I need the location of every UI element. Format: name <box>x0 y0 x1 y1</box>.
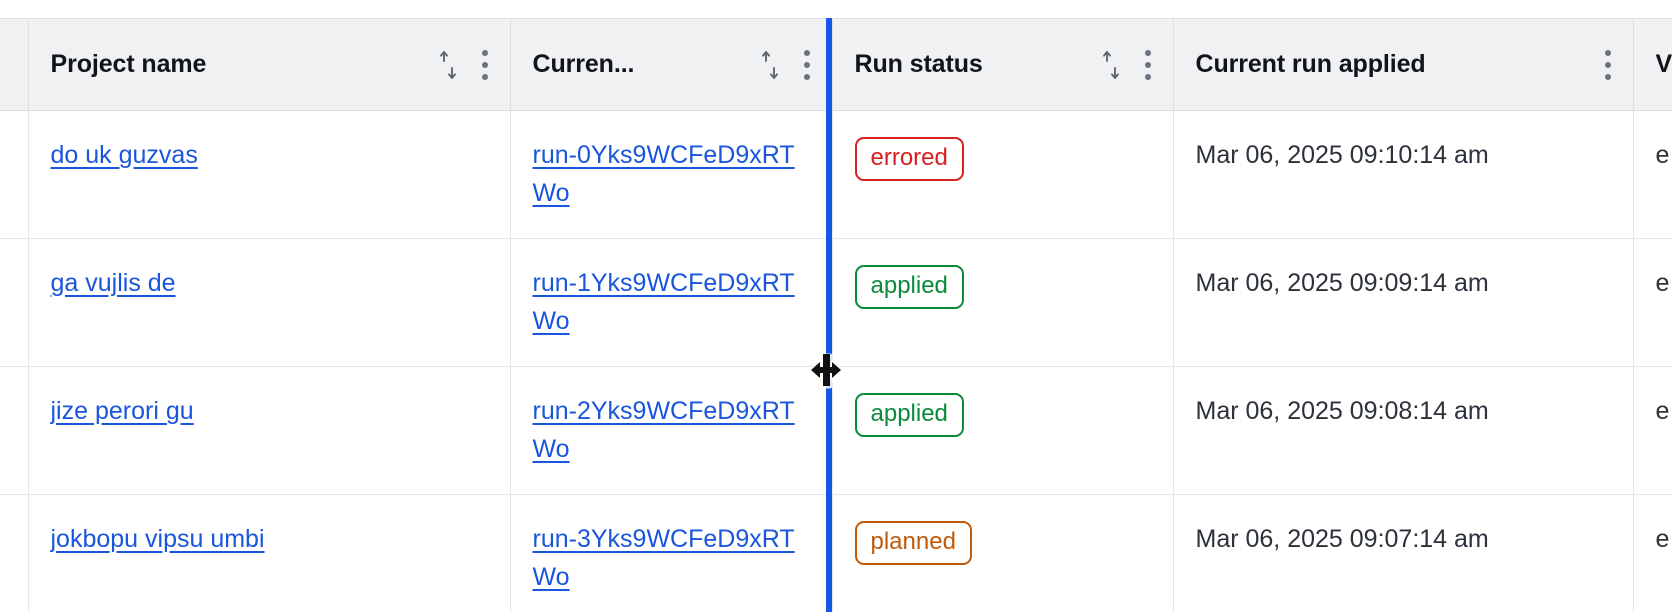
row-gutter-cell <box>0 110 29 239</box>
kebab-menu-icon[interactable] <box>803 49 810 80</box>
overflow-partial-text: e <box>1655 269 1670 297</box>
current-run-link[interactable]: run-0Yks9WCFeD9xRTWo <box>532 141 795 207</box>
current-run-applied-timestamp: Mar 06, 2025 09:07:14 am <box>1195 525 1489 553</box>
table-scroll-container[interactable]: Project name <box>0 18 1672 612</box>
status-badge: errored <box>854 137 964 181</box>
cell-current-run: run-0Yks9WCFeD9xRTWo <box>510 110 833 239</box>
current-run-applied-timestamp: Mar 06, 2025 09:09:14 am <box>1195 269 1489 297</box>
overflow-partial-text: e <box>1655 141 1670 169</box>
current-run-link[interactable]: run-1Yks9WCFeD9xRTWo <box>532 269 795 335</box>
overflow-partial-text: e <box>1655 525 1670 553</box>
kebab-menu-icon[interactable] <box>481 49 488 80</box>
cell-overflow-partial: e <box>1633 238 1672 367</box>
overflow-partial-text: e <box>1655 397 1670 425</box>
column-header-current-run[interactable]: Curren... <box>510 18 833 111</box>
cell-project-name: jokbopu vipsu umbi <box>28 494 511 612</box>
column-header-current-run-applied-label: Current run applied <box>1195 50 1426 78</box>
column-header-run-status-label: Run status <box>854 50 983 78</box>
column-header-gutter <box>0 18 29 111</box>
kebab-menu-icon[interactable] <box>1604 49 1611 80</box>
row-gutter-cell <box>0 366 29 495</box>
table-header: Project name <box>0 18 1672 111</box>
column-header-project-name[interactable]: Project name <box>28 18 511 111</box>
column-header-overflow-partial-label: V <box>1655 50 1672 78</box>
project-name-link[interactable]: do uk guzvas <box>50 141 198 169</box>
cell-current-run: run-1Yks9WCFeD9xRTWo <box>510 238 833 367</box>
column-header-current-run-label: Curren... <box>532 50 635 78</box>
table-row[interactable]: do uk guzvas run-0Yks9WCFeD9xRTWo errore… <box>0 110 1672 239</box>
table-row[interactable]: jokbopu vipsu umbi run-3Yks9WCFeD9xRTWo … <box>0 494 1672 612</box>
sort-arrows-icon[interactable] <box>1099 49 1123 81</box>
cell-run-status: applied <box>832 366 1174 495</box>
current-run-applied-timestamp: Mar 06, 2025 09:10:14 am <box>1195 141 1489 169</box>
table-header-row: Project name <box>0 18 1672 111</box>
project-name-link[interactable]: jize perori gu <box>50 397 194 425</box>
cell-project-name: ga vujlis de <box>28 238 511 367</box>
cell-overflow-partial: e <box>1633 366 1672 495</box>
status-badge: applied <box>854 265 964 309</box>
cell-project-name: jize perori gu <box>28 366 511 495</box>
cell-current-run: run-2Yks9WCFeD9xRTWo <box>510 366 833 495</box>
column-header-overflow-partial[interactable]: V <box>1633 18 1672 111</box>
sort-arrows-icon[interactable] <box>758 49 782 81</box>
cell-run-status: errored <box>832 110 1174 239</box>
project-name-link[interactable]: jokbopu vipsu umbi <box>50 525 265 553</box>
table-body: do uk guzvas run-0Yks9WCFeD9xRTWo errore… <box>0 110 1672 612</box>
status-badge: planned <box>854 521 972 565</box>
cell-current-run-applied: Mar 06, 2025 09:07:14 am <box>1173 494 1634 612</box>
column-header-project-name-label: Project name <box>50 50 207 78</box>
table-row[interactable]: jize perori gu run-2Yks9WCFeD9xRTWo appl… <box>0 366 1672 495</box>
current-run-link[interactable]: run-2Yks9WCFeD9xRTWo <box>532 397 795 463</box>
cell-current-run-applied: Mar 06, 2025 09:08:14 am <box>1173 366 1634 495</box>
cell-overflow-partial: e <box>1633 494 1672 612</box>
cell-current-run-applied: Mar 06, 2025 09:10:14 am <box>1173 110 1634 239</box>
current-run-applied-timestamp: Mar 06, 2025 09:08:14 am <box>1195 397 1489 425</box>
column-header-current-run-applied[interactable]: Current run applied <box>1173 18 1634 111</box>
projects-table: Project name <box>0 18 1672 612</box>
column-header-run-status[interactable]: Run status <box>832 18 1174 111</box>
cell-current-run: run-3Yks9WCFeD9xRTWo <box>510 494 833 612</box>
project-name-link[interactable]: ga vujlis de <box>50 269 176 297</box>
cell-run-status: planned <box>832 494 1174 612</box>
cell-overflow-partial: e <box>1633 110 1672 239</box>
sort-arrows-icon[interactable] <box>436 49 460 81</box>
row-gutter-cell <box>0 238 29 367</box>
cell-project-name: do uk guzvas <box>28 110 511 239</box>
cell-run-status: applied <box>832 238 1174 367</box>
status-badge: applied <box>854 393 964 437</box>
cell-current-run-applied: Mar 06, 2025 09:09:14 am <box>1173 238 1634 367</box>
table-row[interactable]: ga vujlis de run-1Yks9WCFeD9xRTWo applie… <box>0 238 1672 367</box>
row-gutter-cell <box>0 494 29 612</box>
current-run-link[interactable]: run-3Yks9WCFeD9xRTWo <box>532 525 795 591</box>
kebab-menu-icon[interactable] <box>1144 49 1151 80</box>
